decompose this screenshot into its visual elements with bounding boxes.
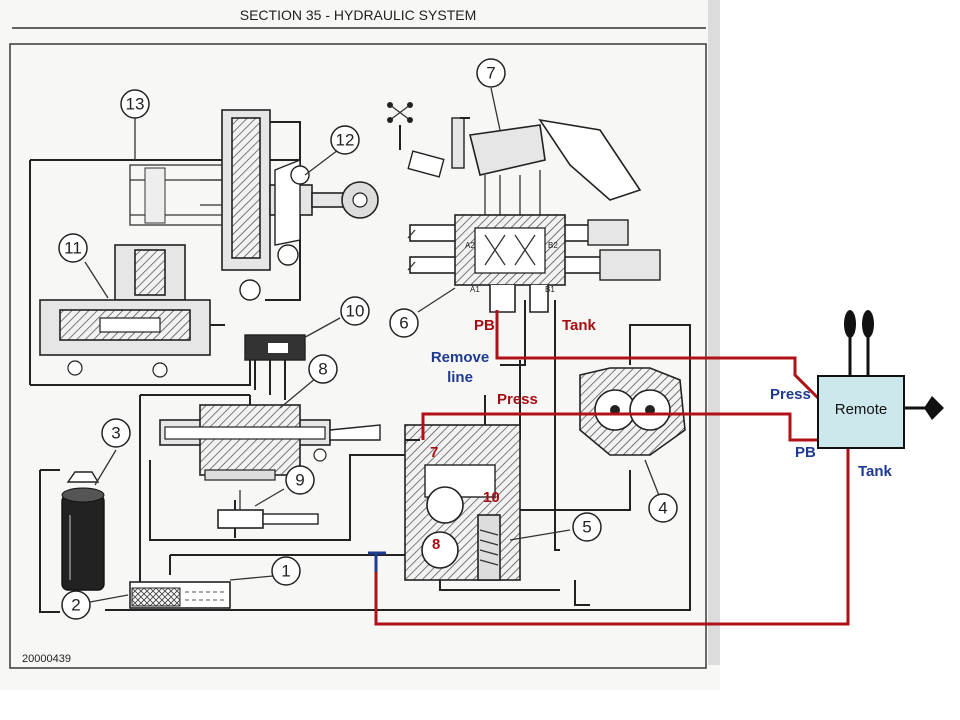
tank-line	[374, 448, 850, 626]
component-10-block	[244, 334, 306, 400]
component-2-reservoir	[129, 581, 231, 609]
component-5-priority-valve	[404, 424, 521, 581]
pb-line	[495, 310, 820, 400]
press-line	[421, 412, 818, 442]
remote-output-arrow	[924, 396, 944, 420]
remove-line-label-1: Remove	[431, 349, 489, 366]
remote-press-label: Press	[770, 386, 811, 403]
num-10-label: 10	[483, 489, 500, 506]
component-12-control-valve	[200, 109, 379, 301]
port-b2-label: B2	[548, 241, 558, 250]
remote-lever-right-knob	[862, 310, 874, 338]
component-7-linkage	[451, 117, 642, 215]
svg-text:6: 6	[399, 314, 408, 333]
figure-frame	[9, 43, 707, 669]
num-8-label: 8	[432, 536, 440, 553]
joystick-symbol	[387, 102, 445, 178]
remote-box	[817, 375, 905, 449]
callout-leaders	[84, 87, 661, 603]
svg-text:12: 12	[336, 131, 355, 150]
svg-text:8: 8	[318, 360, 327, 379]
tee-fitting	[368, 551, 386, 572]
component-9-cylinder	[217, 490, 319, 529]
callout-8: 8	[308, 354, 338, 384]
svg-text:2: 2	[71, 596, 80, 615]
svg-text:5: 5	[582, 518, 591, 537]
component-3-filter	[61, 471, 105, 591]
remote-pb-label: PB	[795, 444, 816, 461]
remove-line-label-2: line	[447, 369, 473, 386]
callout-13: 13	[120, 89, 150, 119]
port-a2-label: A2	[465, 241, 475, 250]
callout-2: 2	[61, 590, 91, 620]
callout-11: 11	[58, 233, 88, 263]
svg-text:13: 13	[126, 95, 145, 114]
svg-text:1: 1	[281, 562, 290, 581]
callout-4: 4	[648, 493, 678, 523]
remote-hookup-lines	[368, 310, 850, 626]
component-6-control-valve: A2 B2 A1 B1	[407, 214, 661, 313]
callout-9: 9	[285, 465, 315, 495]
page-edge-shadow	[708, 0, 720, 665]
figure-id: 20000439	[22, 653, 71, 665]
component-8-spool-valve	[159, 404, 381, 481]
svg-text:9: 9	[295, 471, 304, 490]
callout-7: 7	[476, 58, 506, 88]
callout-6: 6	[389, 308, 419, 338]
svg-text:11: 11	[64, 239, 82, 258]
num-7-label: 7	[430, 444, 438, 461]
callout-5: 5	[572, 512, 602, 542]
remote-tank-label: Tank	[858, 463, 893, 480]
port-b1-label: B1	[545, 285, 555, 294]
remote-valve: Remote	[817, 310, 944, 449]
callout-3: 3	[101, 418, 131, 448]
port-a1-label: A1	[470, 285, 480, 294]
annotation-labels: PB Tank Remove line Press 7 10 8 Press P…	[430, 317, 893, 553]
svg-text:7: 7	[486, 64, 495, 83]
press-label-mid: Press	[497, 391, 538, 408]
callout-12: 12	[330, 125, 360, 155]
svg-text:3: 3	[111, 424, 120, 443]
svg-text:4: 4	[658, 499, 667, 518]
section-title: SECTION 35 - HYDRAULIC SYSTEM	[240, 7, 477, 23]
callout-circles: 13 12 11 10 8 3 9 7	[58, 58, 678, 620]
remote-label: Remote	[835, 401, 888, 418]
component-11-valve-block	[39, 244, 225, 378]
remote-lever-left-knob	[844, 310, 856, 338]
svg-text:10: 10	[346, 302, 365, 321]
component-4-gear-pump	[579, 367, 686, 456]
pb-label-top: PB	[474, 317, 495, 334]
callout-10: 10	[340, 296, 370, 326]
callout-1: 1	[271, 556, 301, 586]
tank-label-top: Tank	[562, 317, 597, 334]
